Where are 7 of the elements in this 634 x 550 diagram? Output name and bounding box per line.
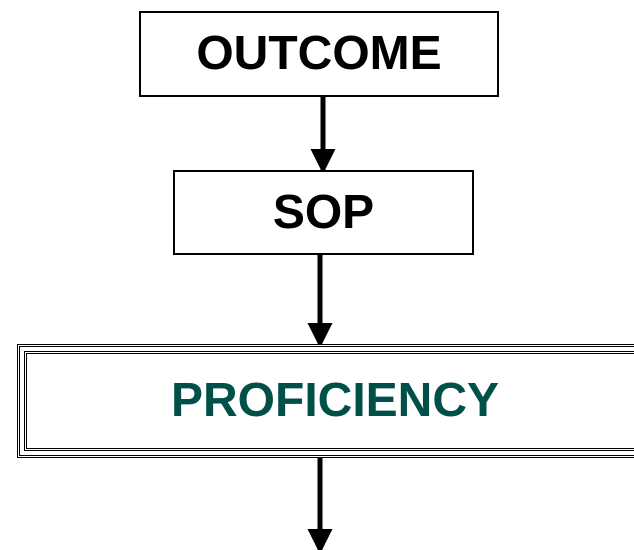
arrow	[308, 458, 332, 550]
box-label: OUTCOME	[196, 30, 442, 78]
process-box	[139, 11, 499, 97]
process-box	[173, 170, 474, 255]
box-label: SOP	[272, 188, 374, 236]
box-label: PROFICIENCY	[170, 377, 500, 425]
process-box	[17, 344, 634, 458]
